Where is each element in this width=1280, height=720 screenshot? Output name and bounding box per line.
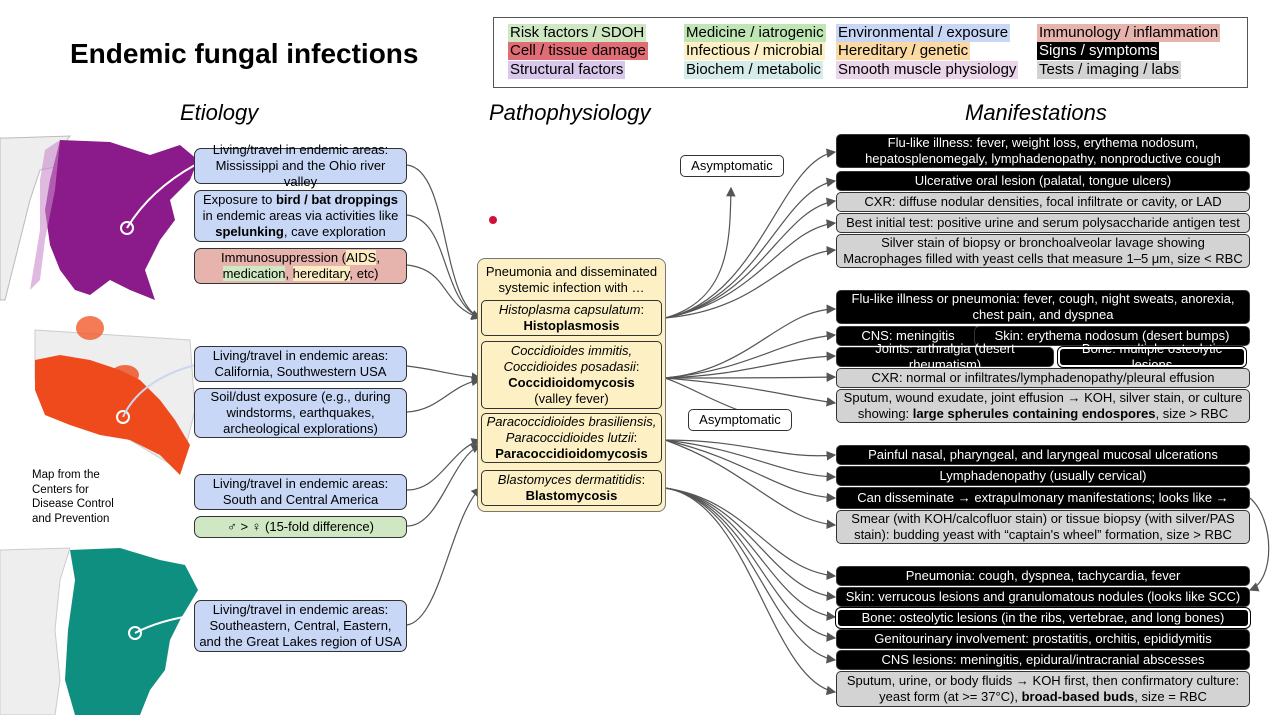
legend-immunology: Immunology / inflammation — [1037, 24, 1221, 42]
blasto-pneumonia: Pneumonia: cough, dyspnea, tachycardia, … — [836, 566, 1250, 586]
cocci-bone: Bone: multiple osteolytic lesions — [1057, 341, 1247, 372]
cocci-endemic-area: Living/travel in endemic areas: Californ… — [194, 346, 407, 382]
blasto-bone: Bone: osteolytic lesions (in the ribs, v… — [835, 607, 1251, 629]
blasto-cns: CNS lesions: meningitis, epidural/intrac… — [836, 650, 1250, 670]
coccidioidomycosis-node: Coccidioides immitis, Coccidioides posad… — [481, 341, 662, 409]
legend-structural: Structural factors — [508, 61, 626, 79]
histo-antigen-test: Best initial test: positive urine and se… — [836, 213, 1250, 233]
blasto-endemic-area: Living/travel in endemic areas: Southeas… — [194, 600, 407, 652]
manifestations-header: Manifestations — [965, 100, 1107, 125]
blastomycosis-node: Blastomyces dermatitidis: Blastomycosis — [481, 470, 662, 506]
patho-intro: Pneumonia and disseminated systemic infe… — [485, 264, 658, 295]
legend-cell: Cell / tissue damage — [508, 42, 648, 60]
histo-flu-like: Flu-like illness: fever, weight loss, er… — [836, 134, 1250, 168]
para-endemic-area: Living/travel in endemic areas: South an… — [194, 474, 407, 510]
legend-infectious: Infectious / microbial — [684, 42, 825, 60]
para-smear: Smear (with KOH/calcofluor stain) or tis… — [836, 510, 1250, 544]
histoplasmosis-map — [0, 135, 198, 301]
histo-oral-lesion: Ulcerative oral lesion (palatal, tongue … — [836, 171, 1250, 191]
asymptomatic-cocci: Asymptomatic — [688, 409, 792, 431]
pointer-dot — [489, 216, 497, 224]
etiology-header: Etiology — [180, 100, 259, 125]
legend-smooth: Smooth muscle physiology — [836, 61, 1019, 79]
histo-endemic-area: Living/travel in endemic areas: Mississi… — [194, 142, 407, 189]
legend-biochem: Biochem / metabolic — [684, 61, 824, 79]
legend-signs: Signs / symptoms — [1037, 42, 1160, 60]
pathophysiology-header: Pathophysiology — [489, 100, 651, 125]
legend: Risk factors / SDOH Cell / tissue damage… — [493, 17, 1248, 88]
cocci-soil-exposure: Soil/dust exposure (e.g., during windsto… — [194, 388, 407, 438]
para-sex-difference: ♂ > ♀ (15-fold difference) — [194, 516, 407, 538]
cocci-cxr: CXR: normal or infiltrates/lymphadenopat… — [836, 368, 1250, 388]
legend-environmental: Environmental / exposure — [836, 24, 1011, 42]
coccidioidomycosis-map — [34, 316, 196, 475]
asymptomatic-histo: Asymptomatic — [680, 155, 784, 177]
histo-droppings-exposure: Exposure to bird / bat droppings in ende… — [194, 190, 407, 242]
para-lymphadenopathy: Lymphadenopathy (usually cervical) — [836, 466, 1250, 486]
blastomycosis-map — [0, 547, 198, 715]
cocci-skin: Skin: erythema nodosum (desert bumps) — [974, 326, 1250, 346]
cocci-sputum: Sputum, wound exudate, joint effusion → … — [836, 389, 1250, 423]
legend-tests: Tests / imaging / labs — [1037, 61, 1182, 79]
cocci-cns: CNS: meningitis — [836, 326, 980, 346]
histo-silver-stain: Silver stain of biopsy or bronchoalveola… — [836, 234, 1250, 268]
legend-hereditary: Hereditary / genetic — [836, 42, 971, 60]
legend-medicine: Medicine / iatrogenic — [684, 24, 826, 42]
blasto-sputum: Sputum, urine, or body fluids → KOH firs… — [836, 671, 1250, 707]
paracoccidioidomycosis-node: Paracoccidioides brasiliensis, Paracocci… — [481, 413, 662, 463]
histo-immunosuppression: Immunosuppression (AIDS, medication, her… — [194, 248, 407, 284]
page-title: Endemic fungal infections — [70, 38, 419, 69]
para-disseminate: Can disseminate → extrapulmonary manifes… — [836, 487, 1250, 509]
blasto-genitourinary: Genitourinary involvement: prostatitis, … — [836, 629, 1250, 649]
cocci-joints: Joints: arthralgia (desert rheumatism) — [836, 341, 1054, 372]
histo-cxr: CXR: diffuse nodular densities, focal in… — [836, 192, 1250, 212]
para-mucosal-ulcerations: Painful nasal, pharyngeal, and laryngeal… — [836, 445, 1250, 465]
cocci-flu-like: Flu-like illness or pneumonia: fever, co… — [836, 290, 1250, 324]
legend-risk: Risk factors / SDOH — [508, 24, 647, 42]
map-caption: Map from the Centers for Disease Control… — [32, 469, 114, 525]
blasto-skin: Skin: verrucous lesions and granulomatou… — [836, 587, 1250, 607]
histoplasmosis-node: Histoplasma capsulatum: Histoplasmosis — [481, 300, 662, 336]
